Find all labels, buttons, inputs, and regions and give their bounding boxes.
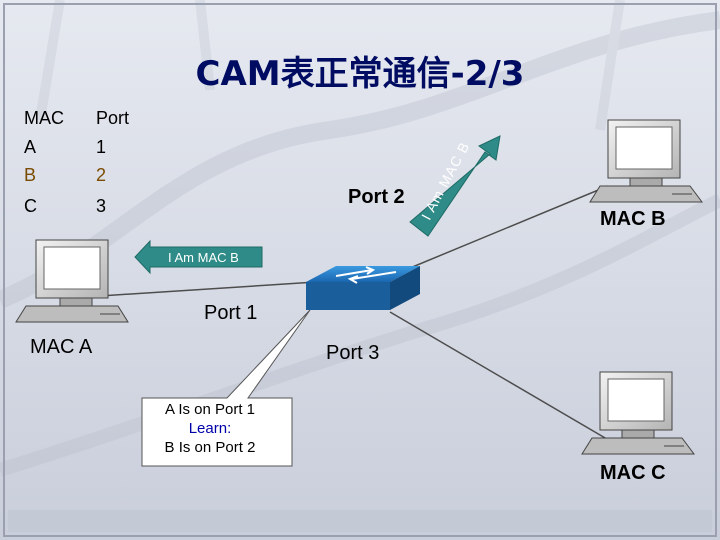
cam-row-port: 2 xyxy=(96,165,107,185)
callout-line: B Is on Port 2 xyxy=(164,439,256,456)
host-c-label: MAC C xyxy=(600,462,666,484)
slide-frame xyxy=(3,3,717,537)
link-port1 xyxy=(99,281,317,297)
computer-a-icon xyxy=(15,239,129,323)
cam-header-port: Port xyxy=(96,108,130,128)
callout-learn: Learn: xyxy=(188,420,232,437)
cam-row-port: 3 xyxy=(96,196,107,216)
port-3-label: Port 3 xyxy=(326,342,380,364)
page-title: CAM表正常通信-2/3 xyxy=(195,54,525,94)
footer-bar xyxy=(8,510,712,532)
switch-icon xyxy=(306,266,420,310)
cam-header-mac: MAC xyxy=(24,108,64,128)
computer-b-icon xyxy=(589,119,703,203)
port-2-label: Port 2 xyxy=(348,186,405,208)
cam-row-mac: C xyxy=(24,196,37,216)
frame-message-a: I Am MAC B xyxy=(168,250,239,265)
callout-text: A Is on Port 1 Learn: B Is on Port 2 xyxy=(140,400,280,457)
link-port3 xyxy=(389,311,613,443)
host-b-label: MAC B xyxy=(600,208,666,230)
port-1-label: Port 1 xyxy=(204,302,258,324)
cam-row-mac: A xyxy=(24,137,37,157)
callout-line: A Is on Port 1 xyxy=(164,401,256,418)
computer-c-icon xyxy=(581,371,695,455)
cam-row-mac: B xyxy=(24,165,37,185)
frame-arrow-b xyxy=(409,135,501,237)
frame-arrow-a xyxy=(134,239,263,275)
link-port2 xyxy=(409,185,609,269)
callout-box xyxy=(141,309,311,467)
host-a-label: MAC A xyxy=(30,336,93,358)
cam-row-port: 1 xyxy=(96,137,107,157)
